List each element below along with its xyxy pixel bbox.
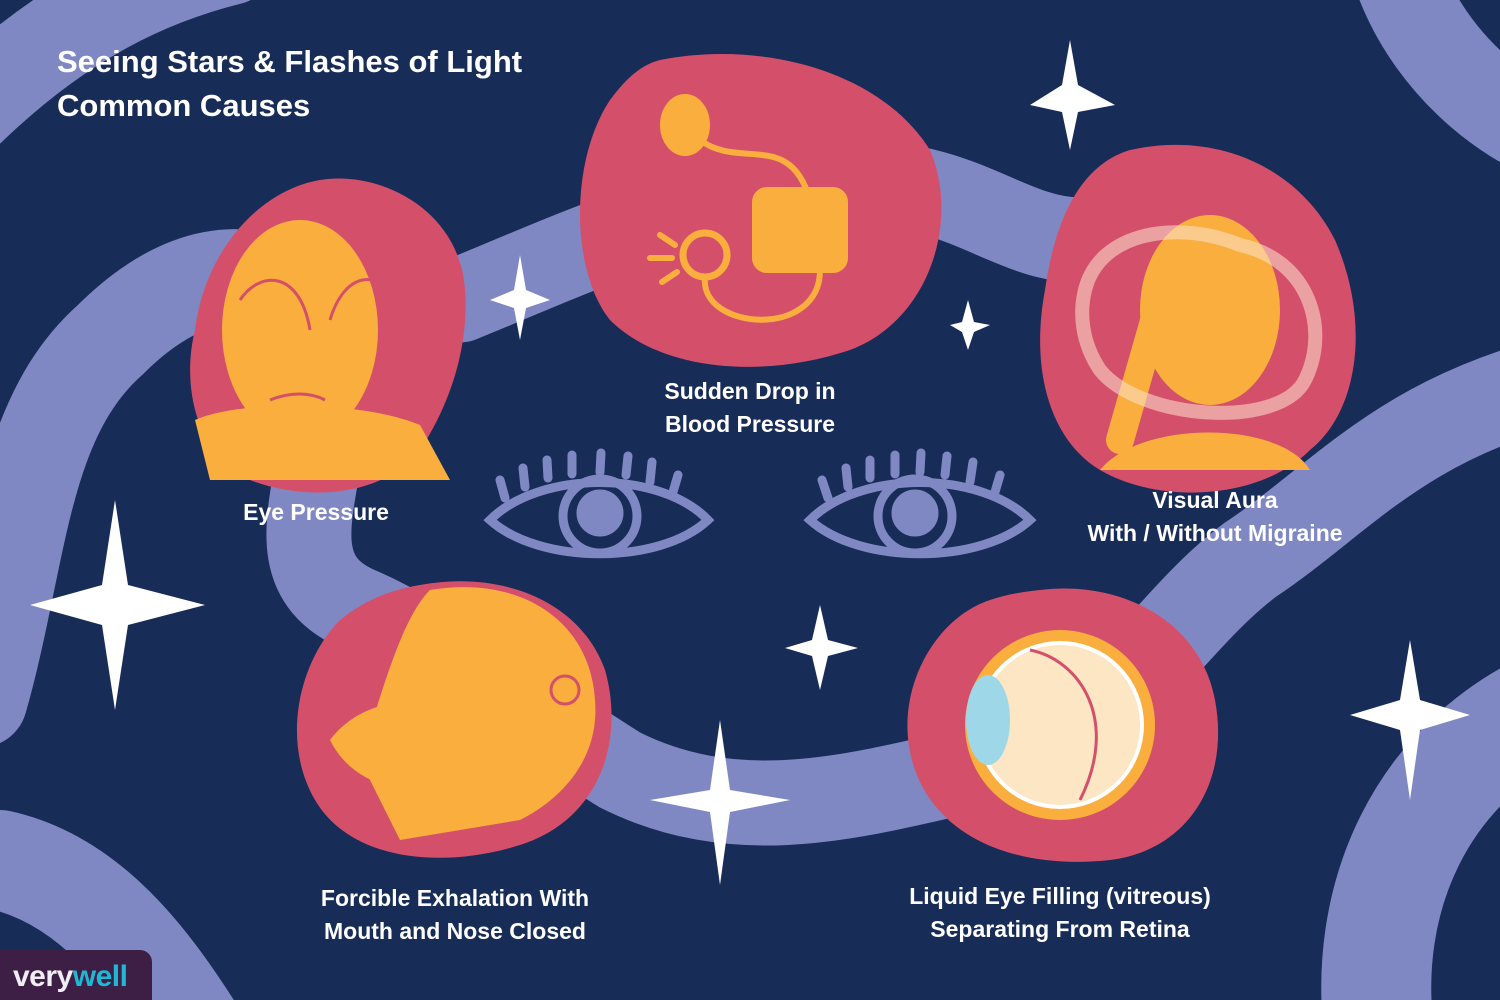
logo-part-well: well <box>72 960 128 993</box>
label-line: Liquid Eye Filling (vitreous) <box>909 883 1211 909</box>
cause-label-visual-aura: Visual Aura With / Without Migraine <box>1050 484 1380 550</box>
label-line: Visual Aura <box>1152 487 1278 513</box>
blood-pressure-cuff-icon <box>647 94 848 323</box>
cause-label-vitreous: Liquid Eye Filling (vitreous) Separating… <box>870 880 1250 946</box>
label-line: Eye Pressure <box>243 499 389 525</box>
eyes-icon <box>483 448 1037 559</box>
title-line-1: Seeing Stars & Flashes of Light <box>57 44 523 79</box>
label-line: With / Without Migraine <box>1087 520 1343 546</box>
cause-label-forcible-exhalation: Forcible Exhalation With Mouth and Nose … <box>285 882 625 948</box>
person-pinching-nose-icon <box>330 587 596 840</box>
person-with-migraine-icon <box>1075 215 1323 470</box>
title-line-2: Common Causes <box>57 88 311 123</box>
label-line: Blood Pressure <box>665 411 835 437</box>
verywell-logo: verywell <box>0 950 152 1000</box>
sparkle-stars <box>30 40 1470 885</box>
label-line: Separating From Retina <box>930 916 1190 942</box>
cause-label-blood-pressure: Sudden Drop in Blood Pressure <box>600 375 900 441</box>
label-line: Forcible Exhalation With <box>320 885 590 911</box>
eyeball-cross-section-icon <box>965 630 1155 820</box>
logo-part-very: very <box>13 960 73 993</box>
person-rubbing-eyes-icon <box>195 220 450 480</box>
cause-label-eye-pressure: Eye Pressure <box>236 496 396 529</box>
page-title: Seeing Stars & Flashes of Light Common C… <box>57 40 522 128</box>
label-line: Sudden Drop in <box>664 378 836 404</box>
label-line: Mouth and Nose Closed <box>324 918 586 944</box>
